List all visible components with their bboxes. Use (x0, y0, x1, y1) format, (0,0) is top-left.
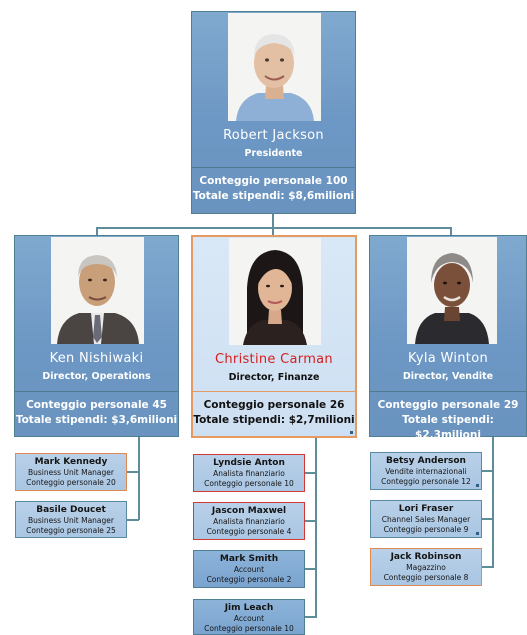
connector-kyla-r1 (482, 470, 494, 472)
resize-handle (476, 532, 479, 535)
report-title: Account (233, 614, 265, 623)
connector-kyla-reports (492, 437, 494, 568)
connector-christine-r3 (305, 568, 317, 570)
kyla-headcount: Conteggio personale 29 (377, 399, 519, 411)
report-name: Jim Leach (224, 603, 274, 613)
report-count: Conteggio personale 25 (26, 526, 116, 535)
ken-salary: Totale stipendi: $3,6milioni (15, 414, 178, 426)
report-title: Business Unit Manager (28, 468, 114, 477)
resize-handle (350, 431, 353, 434)
report-title: Business Unit Manager (28, 516, 114, 525)
christine-title: Director, Finanze (228, 372, 320, 383)
connector-root-down (272, 214, 274, 228)
connector-kyla-r2 (482, 518, 494, 520)
report-count: Conteggio personale 10 (204, 624, 294, 633)
report-card-jascon-maxwel[interactable]: Jascon Maxwel Analista finanziario Conte… (193, 502, 305, 540)
connector-christine-r1 (305, 472, 317, 474)
report-card-lori-fraser[interactable]: Lori Fraser Channel Sales Manager Conteg… (370, 500, 482, 538)
org-card-ken-nishiwaki[interactable]: Ken Nishiwaki Director, Operations Conte… (14, 235, 179, 437)
connector-horizontal (96, 227, 452, 229)
kyla-name: Kyla Winton (408, 351, 488, 366)
org-card-robert-jackson[interactable]: Robert Jackson Presidente Conteggio pers… (191, 11, 356, 214)
connector-christine-r4 (305, 616, 317, 618)
report-count: Conteggio personale 2 (206, 575, 292, 584)
report-card-mark-smith[interactable]: Mark Smith Account Conteggio personale 2 (193, 550, 305, 588)
ken-title: Director, Operations (42, 371, 151, 382)
ken-headcount: Conteggio personale 45 (26, 399, 167, 411)
report-count: Conteggio personale 4 (206, 527, 292, 536)
report-count: Conteggio personale 10 (204, 479, 294, 488)
report-title: Vendite internazionali (385, 467, 467, 476)
root-divider (192, 167, 355, 168)
photo-christine-carman (229, 238, 321, 345)
connector-ken-r1 (127, 471, 139, 473)
report-card-mark-kennedy[interactable]: Mark Kennedy Business Unit Manager Conte… (15, 453, 127, 491)
report-title: Analista finanziario (213, 517, 285, 526)
kyla-salary: Totale stipendi: $2,3milioni (402, 414, 494, 441)
report-title: Magazzino (406, 563, 446, 572)
connector-ken-reports (138, 437, 140, 520)
connector-christine-r2 (305, 520, 317, 522)
christine-salary: Totale stipendi: $2,7milioni (193, 414, 355, 426)
report-card-basile-doucet[interactable]: Basile Doucet Business Unit Manager Cont… (15, 501, 127, 538)
report-name: Lori Fraser (398, 504, 454, 514)
connector-ken-r2 (127, 519, 139, 521)
report-card-betsy-anderson[interactable]: Betsy Anderson Vendite internazionali Co… (370, 452, 482, 490)
christine-stats: Conteggio personale 26 Totale stipendi: … (193, 398, 355, 428)
root-name: Robert Jackson (223, 128, 324, 143)
christine-divider (193, 391, 355, 392)
report-count: Conteggio personale 8 (383, 573, 469, 582)
report-title: Analista finanziario (213, 469, 285, 478)
kyla-divider (370, 391, 526, 392)
report-name: Jack Robinson (390, 552, 462, 562)
ken-name: Ken Nishiwaki (49, 351, 144, 366)
report-count: Conteggio personale 9 (383, 525, 469, 534)
report-card-jack-robinson[interactable]: Jack Robinson Magazzino Conteggio person… (370, 548, 482, 586)
report-card-jim-leach[interactable]: Jim Leach Account Conteggio personale 10 (193, 599, 305, 635)
report-title: Channel Sales Manager (381, 515, 471, 524)
christine-headcount: Conteggio personale 26 (203, 399, 345, 411)
report-count: Conteggio personale 12 (381, 477, 471, 486)
photo-ken-nishiwaki (51, 237, 144, 344)
root-headcount: Conteggio personale 100 (199, 175, 348, 187)
ken-divider (15, 391, 178, 392)
report-name: Betsy Anderson (386, 456, 466, 466)
connector-kyla (450, 227, 452, 235)
root-title: Presidente (244, 148, 303, 159)
report-count: Conteggio personale 20 (26, 478, 116, 487)
report-name: Lyndsie Anton (213, 458, 285, 468)
connector-christine (272, 227, 274, 235)
christine-name: Christine Carman (215, 352, 333, 367)
report-name: Jascon Maxwel (211, 506, 287, 516)
connector-christine-reports (315, 437, 317, 617)
connector-kyla-r3 (482, 566, 494, 568)
report-name: Basile Doucet (36, 505, 106, 515)
root-stats: Conteggio personale 100 Totale stipendi:… (192, 174, 355, 204)
report-card-lyndsie-anton[interactable]: Lyndsie Anton Analista finanziario Conte… (193, 454, 305, 492)
report-name: Mark Smith (219, 554, 279, 564)
kyla-stats: Conteggio personale 29 Totale stipendi: … (370, 398, 526, 443)
org-card-kyla-winton[interactable]: Kyla Winton Director, Vendite Conteggio … (369, 235, 527, 441)
report-title: Account (233, 565, 265, 574)
org-card-christine-carman[interactable]: Christine Carman Director, Finanze Conte… (191, 235, 357, 438)
ken-stats: Conteggio personale 45 Totale stipendi: … (15, 398, 178, 428)
photo-kyla-winton (407, 237, 497, 344)
connector-ken (96, 227, 98, 235)
resize-handle (476, 484, 479, 487)
photo-robert-jackson (228, 13, 321, 121)
root-salary: Totale stipendi: $8,6milioni (192, 190, 355, 202)
report-name: Mark Kennedy (34, 457, 108, 467)
kyla-title: Director, Vendite (402, 371, 494, 382)
